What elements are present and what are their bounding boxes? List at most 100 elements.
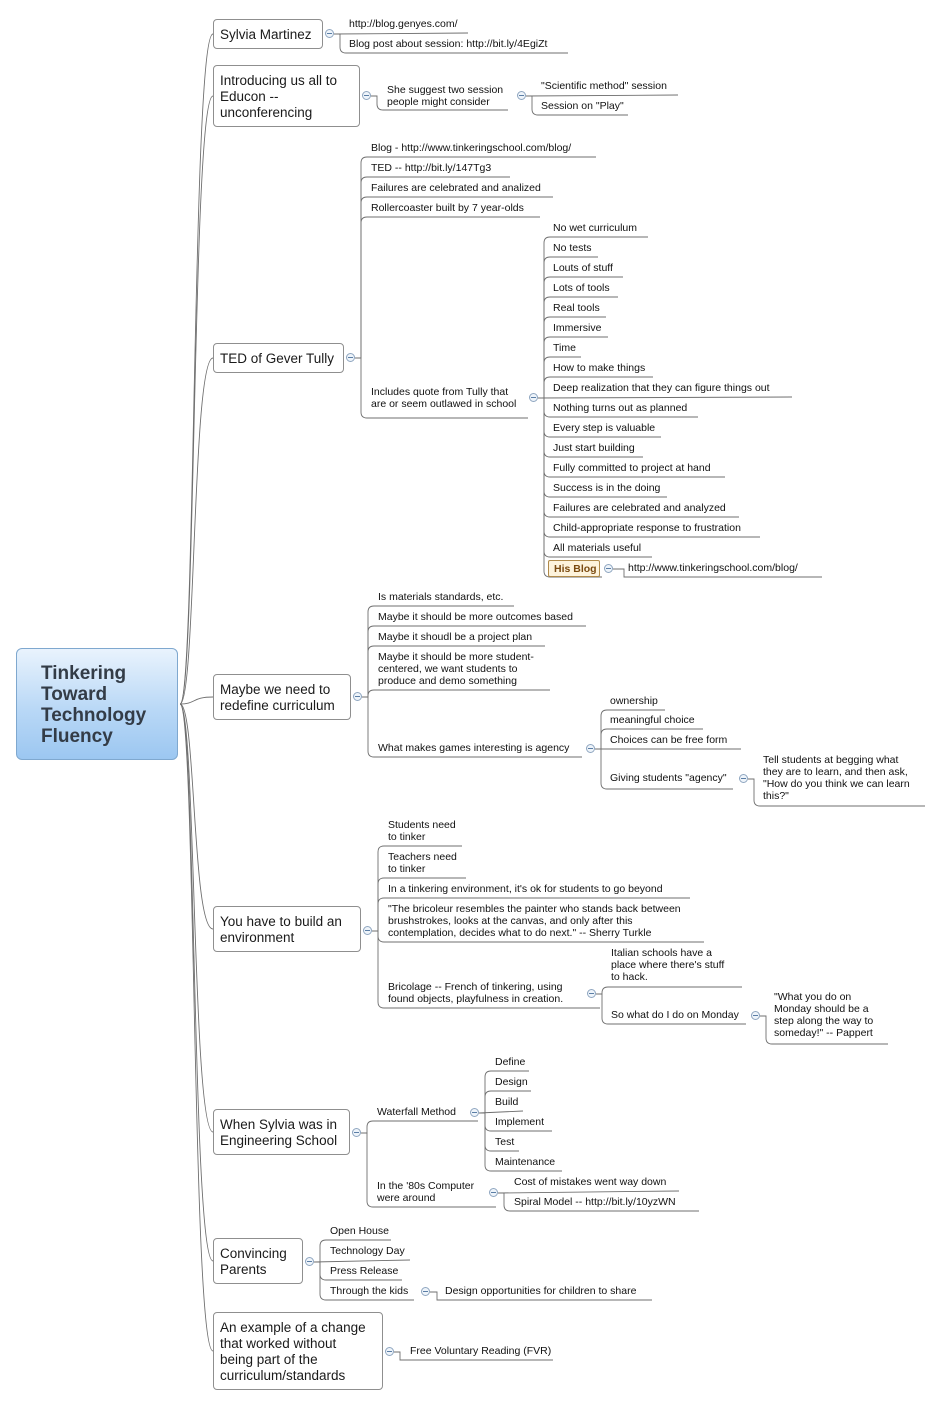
intro-play[interactable]: Session on "Play": [541, 100, 624, 112]
collapse-button[interactable]: [353, 692, 362, 701]
ted-item[interactable]: Every step is valuable: [553, 422, 656, 434]
collapse-button[interactable]: [352, 1128, 361, 1137]
parents-design-opportunities[interactable]: Design opportunities for children to sha…: [445, 1285, 637, 1297]
env-italian-schools[interactable]: Italian schools have a place where there…: [611, 947, 725, 983]
ted-item[interactable]: Fully committed to project at hand: [553, 462, 711, 474]
topic-sylvia-martinez[interactable]: Sylvia Martinez: [213, 19, 323, 49]
games-connector: [595, 709, 665, 750]
env-bricoleur-quote[interactable]: "The bricoleur resembles the painter who…: [388, 903, 681, 939]
curriculum-connector: [362, 605, 514, 698]
topic-ted-gever-tully[interactable]: TED of Gever Tully: [213, 343, 344, 373]
sylvia-connector: [334, 33, 568, 54]
ted-item[interactable]: Failures are celebrated and analyzed: [553, 502, 726, 514]
curriculum-giving-agency[interactable]: Giving students "agency": [610, 772, 727, 784]
eng-step[interactable]: Implement: [495, 1116, 545, 1128]
eng-step[interactable]: Test: [495, 1136, 515, 1148]
root-connector: [179, 703, 214, 930]
topic-introducing-educon[interactable]: Introducing us all to Educon -- unconfer…: [213, 65, 360, 127]
collapse-button[interactable]: [587, 989, 596, 998]
topic-convincing-parents[interactable]: Convincing Parents: [213, 1238, 303, 1284]
ted-blog[interactable]: Blog - http://www.tinkeringschool.com/bl…: [371, 142, 572, 154]
env-teachers-tinker[interactable]: Teachers need to tinker: [388, 851, 457, 875]
collapse-button[interactable]: [305, 1257, 314, 1266]
curriculum-project-plan[interactable]: Maybe it shoudl be a project plan: [378, 631, 533, 643]
parents-technology-day[interactable]: Technology Day: [330, 1245, 405, 1257]
intro-suggest[interactable]: She suggest two session people might con…: [387, 84, 504, 108]
collapse-button[interactable]: [362, 91, 371, 100]
ted-item[interactable]: Time: [553, 342, 576, 354]
agency-connector: [748, 778, 925, 807]
eng-eighties[interactable]: In the '80s Computer were around: [377, 1180, 475, 1204]
curriculum-meaningful-choice[interactable]: meaningful choice: [610, 714, 695, 726]
collapse-button[interactable]: [385, 1347, 394, 1356]
ted-item[interactable]: Just start building: [553, 442, 635, 454]
sylvia-session-link[interactable]: Blog post about session: http://bit.ly/4…: [349, 38, 548, 50]
collapse-button[interactable]: [586, 744, 595, 753]
eng-step[interactable]: Maintenance: [495, 1156, 556, 1168]
parents-open-house[interactable]: Open House: [330, 1225, 389, 1237]
collapse-button[interactable]: [739, 774, 748, 783]
ted-item[interactable]: How to make things: [553, 362, 646, 374]
collapse-button[interactable]: [421, 1287, 430, 1296]
topic-build-environment[interactable]: You have to build an environment: [213, 906, 361, 952]
ted-item[interactable]: All materials useful: [553, 542, 642, 554]
parents-press-release[interactable]: Press Release: [330, 1265, 399, 1277]
ted-connector: [355, 196, 553, 359]
eng-step[interactable]: Design: [495, 1076, 528, 1088]
ted-item[interactable]: No tests: [553, 242, 592, 254]
curriculum-outcomes[interactable]: Maybe it should be more outcomes based: [378, 611, 573, 623]
ted-rollercoaster[interactable]: Rollercoaster built by 7 year-olds: [371, 202, 524, 214]
curriculum-ownership[interactable]: ownership: [610, 695, 658, 707]
collapse-button[interactable]: [751, 1011, 760, 1020]
ted-item[interactable]: Nothing turns out as planned: [553, 402, 688, 414]
env-papert-quote[interactable]: "What you do on Monday should be a step …: [774, 991, 874, 1039]
eng-step[interactable]: Build: [495, 1096, 519, 1108]
curriculum-standards[interactable]: Is materials standards, etc.: [378, 591, 504, 603]
collapse-button[interactable]: [325, 29, 334, 38]
ted-failures[interactable]: Failures are celebrated and analized: [371, 182, 541, 194]
env-bricolage[interactable]: Bricolage -- French of tinkering, using …: [388, 981, 564, 1005]
ted-link[interactable]: TED -- http://bit.ly/147Tg3: [371, 162, 492, 174]
bricolage-connector: [596, 986, 742, 995]
ted-item[interactable]: Real tools: [553, 302, 600, 314]
collapse-button[interactable]: [470, 1108, 479, 1117]
env-go-beyond[interactable]: In a tinkering environment, it's ok for …: [388, 883, 663, 895]
example-fvr[interactable]: Free Voluntary Reading (FVR): [410, 1345, 552, 1357]
topic-engineering-school[interactable]: When Sylvia was in Engineering School: [213, 1109, 350, 1155]
ted-quote[interactable]: Includes quote from Tully that are or se…: [371, 386, 517, 410]
his-blog-url[interactable]: http://www.tinkeringschool.com/blog/: [628, 562, 798, 574]
ted-item[interactable]: No wet curriculum: [553, 222, 638, 234]
central-topic[interactable]: Tinkering Toward Technology Fluency: [16, 648, 178, 760]
collapse-button[interactable]: [517, 91, 526, 100]
ted-item[interactable]: Lots of tools: [553, 282, 610, 294]
parents-connector: [314, 1261, 414, 1301]
curriculum-student-centered[interactable]: Maybe it should be more student- centere…: [378, 651, 534, 687]
eng-cost-mistakes[interactable]: Cost of mistakes went way down: [514, 1176, 667, 1188]
topic-redefine-curriculum[interactable]: Maybe we need to redefine curriculum: [213, 674, 351, 720]
collapse-button[interactable]: [346, 353, 355, 362]
his-blog-label[interactable]: His Blog: [548, 560, 600, 577]
intro-scientific-method[interactable]: "Scientific method" session: [541, 80, 667, 92]
parents-through-kids[interactable]: Through the kids: [330, 1285, 409, 1297]
ted-item[interactable]: Immersive: [553, 322, 602, 334]
eng-step[interactable]: Define: [495, 1056, 526, 1068]
env-students-tinker[interactable]: Students need to tinker: [388, 819, 456, 843]
topic-example-change[interactable]: An example of a change that worked witho…: [213, 1312, 383, 1390]
ted-item[interactable]: Louts of stuff: [553, 262, 613, 274]
curriculum-games-agency[interactable]: What makes games interesting is agency: [378, 742, 570, 754]
collapse-button[interactable]: [529, 393, 538, 402]
sylvia-blog-link[interactable]: http://blog.genyes.com/: [349, 18, 458, 30]
ted-item[interactable]: Deep realization that they can figure th…: [553, 382, 770, 394]
curriculum-tell-students[interactable]: Tell students at begging what they are t…: [763, 754, 910, 802]
collapse-button[interactable]: [604, 564, 613, 573]
eng-spiral-model[interactable]: Spiral Model -- http://bit.ly/10yzWN: [514, 1196, 676, 1208]
ted-item[interactable]: Child-appropriate response to frustratio…: [553, 522, 741, 534]
ted-item[interactable]: Success is in the doing: [553, 482, 661, 494]
curriculum-connector: [362, 625, 586, 698]
collapse-button[interactable]: [363, 926, 372, 935]
eng-waterfall[interactable]: Waterfall Method: [377, 1106, 456, 1118]
curriculum-free-form[interactable]: Choices can be free form: [610, 734, 728, 746]
ted-connector: [355, 357, 528, 419]
collapse-button[interactable]: [489, 1188, 498, 1197]
env-monday[interactable]: So what do I do on Monday: [611, 1009, 739, 1021]
